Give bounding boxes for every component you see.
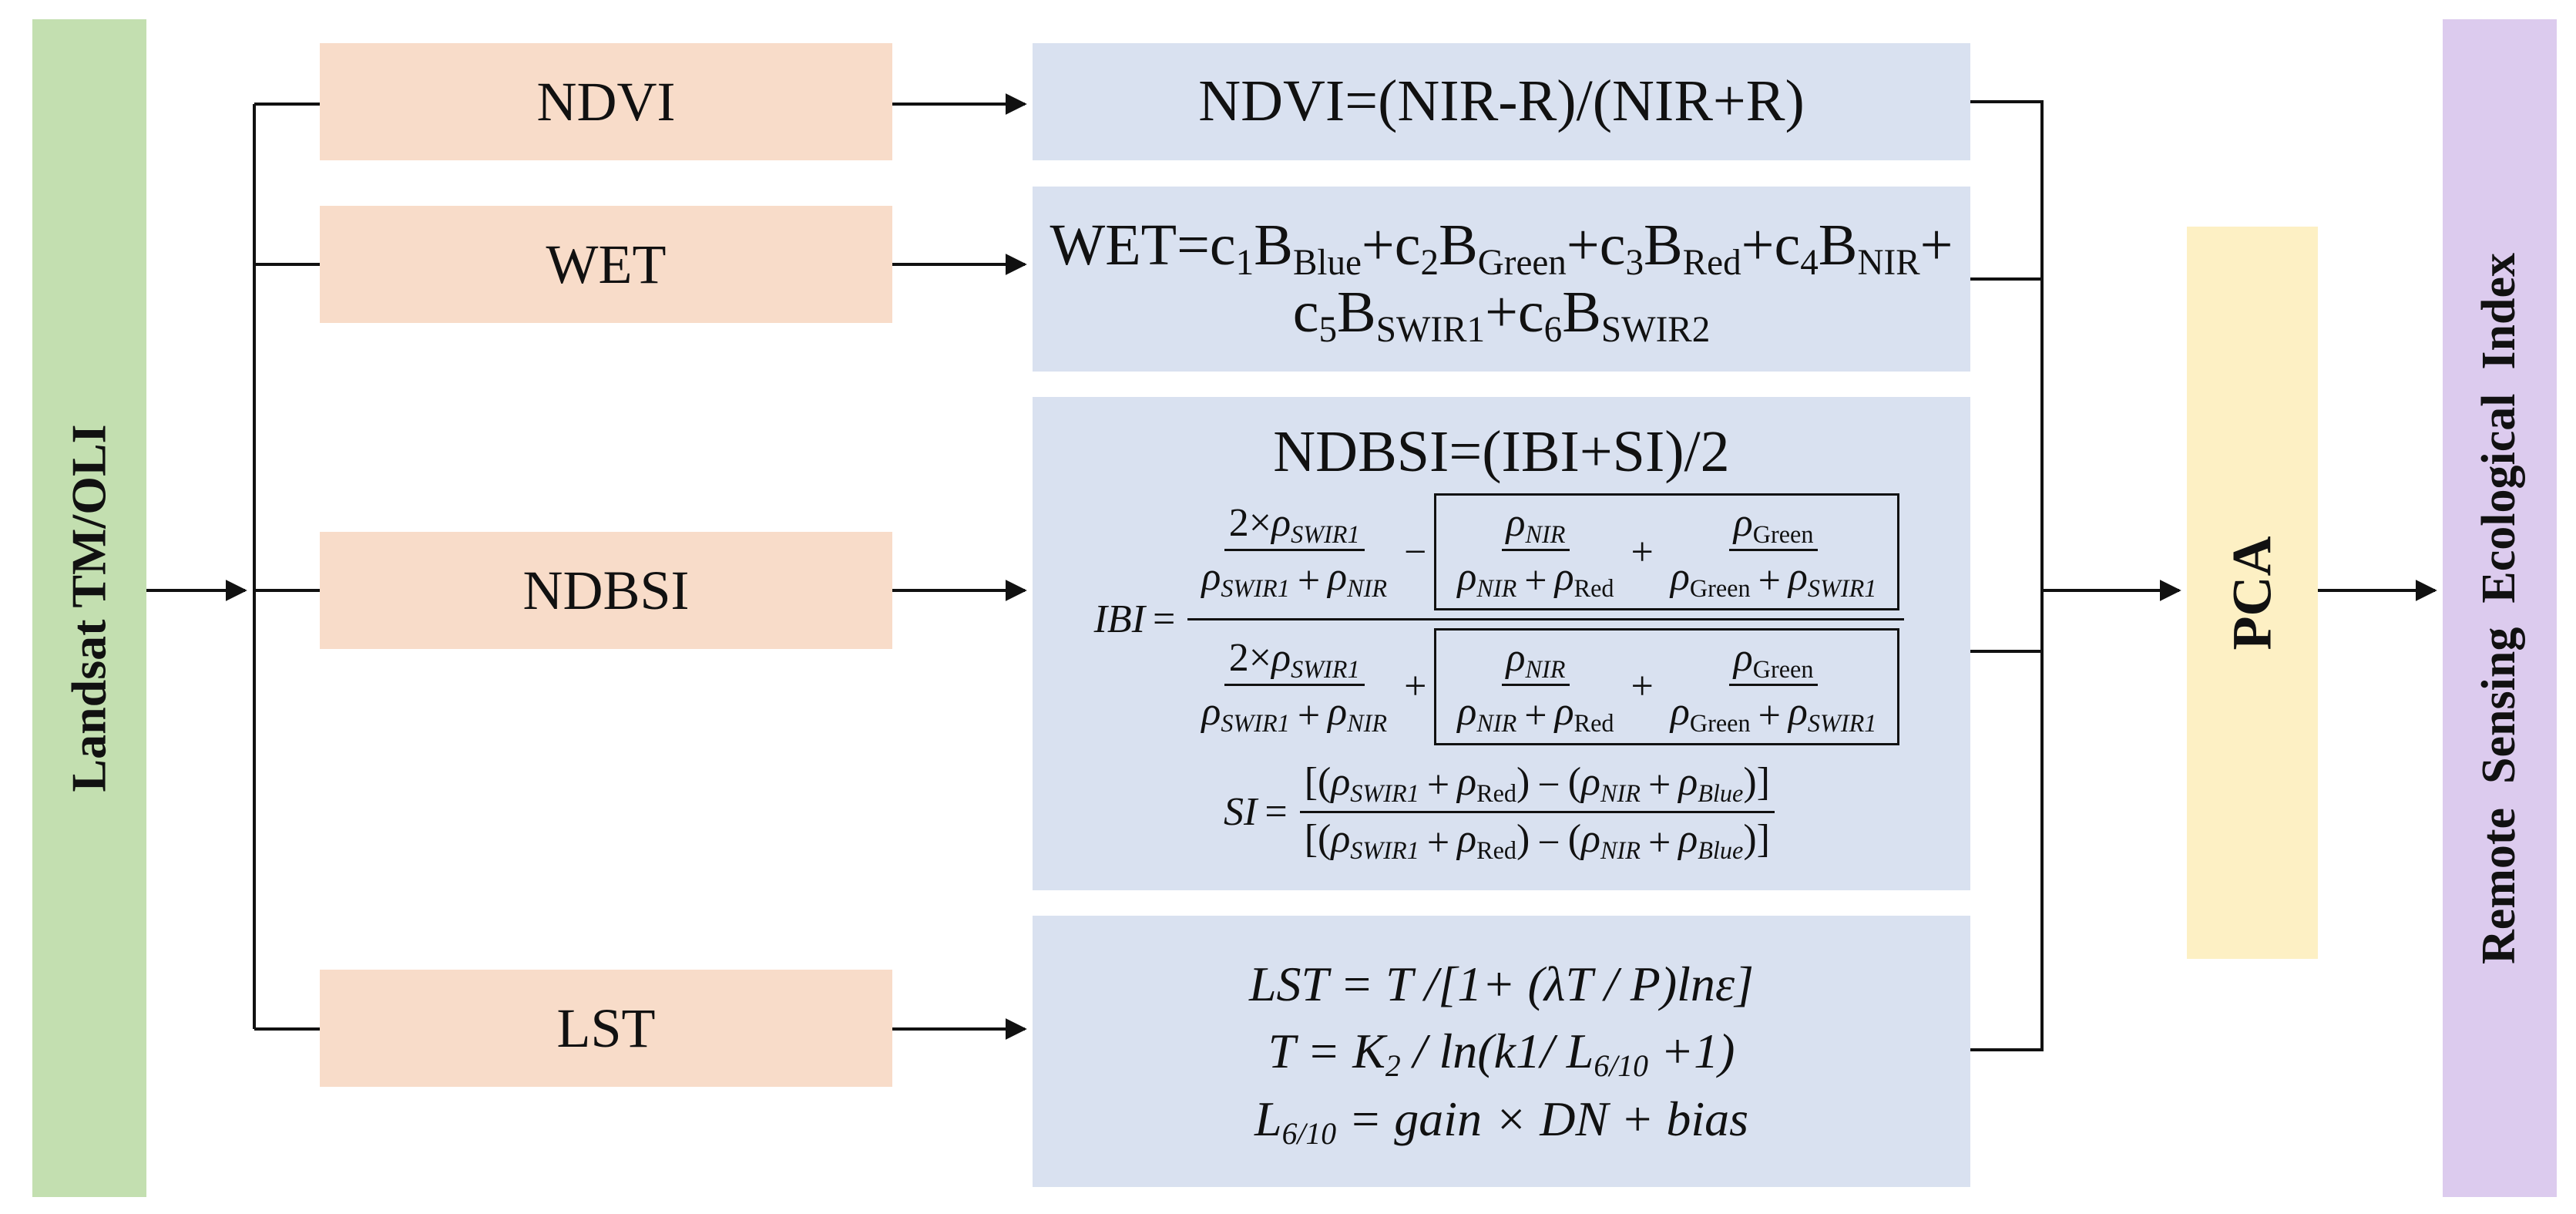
indicator-ndvi: NDVI: [320, 43, 892, 160]
ndbsi-formula-title: NDBSI=(IBI+SI)/2: [1273, 419, 1730, 484]
formula-lst: LST = T /[1+ (λT / P)lnε] T = K2 / ln(k1…: [1033, 916, 1970, 1187]
indicator-ndbsi: NDBSI: [320, 532, 892, 649]
source-label: Landsat TM/OLI: [62, 424, 116, 792]
output-label: Remote Sensing Ecological Index: [2473, 252, 2526, 964]
si-equation: SI= [(ρSWIR1+ρRed)−(ρNIR+ρBlue)] [(ρSWIR…: [1224, 759, 1779, 866]
merge-bracket: [1970, 100, 2044, 1051]
lst-formula-line1: LST = T /[1+ (λT / P)lnε]: [1248, 956, 1755, 1011]
indicator-ndbsi-label: NDBSI: [522, 559, 690, 621]
indicator-lst-label: LST: [556, 997, 656, 1059]
indicator-lst: LST: [320, 970, 892, 1087]
indicator-wet-label: WET: [546, 233, 667, 295]
pca-box: PCA: [2187, 227, 2318, 959]
wet-formula-line2: c5BSWIR1+c6BSWIR2: [1292, 280, 1711, 351]
pca-label: PCA: [2221, 536, 2283, 650]
formula-ndvi: NDVI=(NIR-R)/(NIR+R): [1033, 43, 1970, 160]
wet-formula-line1: WET=c1BBlue+c2BGreen+c3BRed+c4BNIR+: [1050, 212, 1953, 283]
indicator-ndvi-label: NDVI: [536, 70, 676, 133]
ndvi-formula-text: NDVI=(NIR-R)/(NIR+R): [1198, 69, 1805, 134]
lst-formula-line3: L6/10 = gain × DN + bias: [1254, 1091, 1749, 1151]
indicator-wet: WET: [320, 206, 892, 323]
lst-formula-line2: T = K2 / ln(k1/ L6/10 +1): [1268, 1024, 1735, 1084]
output-box: Remote Sensing Ecological Index: [2443, 19, 2557, 1197]
source-box: Landsat TM/OLI: [32, 19, 146, 1197]
formula-wet: WET=c1BBlue+c2BGreen+c3BRed+c4BNIR+ c5BS…: [1033, 187, 1970, 372]
